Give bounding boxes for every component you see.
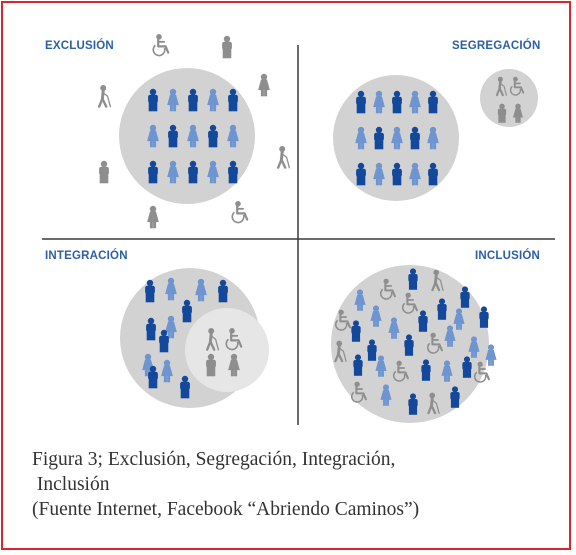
person-male-icon bbox=[159, 329, 169, 353]
inclusion-diagram bbox=[42, 33, 555, 425]
person-male-icon bbox=[228, 88, 238, 112]
figure-caption: Figura 3; Exclusión, Segregación, Integr… bbox=[32, 447, 552, 522]
blind-cane-icon bbox=[276, 145, 291, 170]
person-male-icon bbox=[497, 103, 507, 123]
person-male-icon bbox=[180, 375, 190, 399]
person-male-icon bbox=[148, 88, 158, 112]
figure-frame bbox=[1, 1, 571, 550]
caption-line-1: Figura 3; Exclusión, Segregación, Integr… bbox=[32, 449, 396, 470]
person-male-icon bbox=[356, 162, 366, 186]
person-male-icon bbox=[450, 386, 460, 408]
person-male-icon bbox=[392, 162, 402, 186]
person-male-icon bbox=[367, 339, 377, 361]
person-male-icon bbox=[146, 317, 156, 341]
title-inclusion: INCLUSIÓN bbox=[475, 250, 541, 262]
person-female-icon bbox=[147, 205, 159, 229]
title-segregation: SEGREGACIÓN bbox=[452, 40, 541, 52]
person-male-icon bbox=[206, 353, 216, 377]
segregated-group-circle bbox=[480, 69, 538, 127]
person-male-icon bbox=[410, 126, 420, 150]
person-male-icon bbox=[222, 35, 232, 59]
person-male-icon bbox=[418, 310, 428, 332]
person-male-icon bbox=[228, 160, 238, 184]
person-male-icon bbox=[479, 306, 489, 328]
person-male-icon bbox=[188, 160, 198, 184]
person-male-icon bbox=[148, 365, 158, 389]
person-female-icon bbox=[258, 73, 270, 97]
person-male-icon bbox=[145, 279, 155, 303]
person-male-icon bbox=[99, 160, 109, 184]
person-male-icon bbox=[408, 268, 418, 290]
person-male-icon bbox=[208, 124, 218, 148]
person-male-icon bbox=[188, 88, 198, 112]
person-male-icon bbox=[351, 320, 361, 342]
person-male-icon bbox=[218, 279, 228, 303]
person-male-icon bbox=[408, 393, 418, 415]
integration-inner-circle bbox=[185, 308, 269, 392]
wheelchair-icon bbox=[231, 200, 249, 224]
person-male-icon bbox=[428, 90, 438, 114]
person-male-icon bbox=[356, 90, 366, 114]
person-male-icon bbox=[148, 160, 158, 184]
person-male-icon bbox=[421, 359, 431, 381]
caption-line-2: Inclusión bbox=[32, 474, 110, 495]
wheelchair-icon bbox=[152, 33, 170, 57]
blind-cane-icon bbox=[97, 84, 112, 109]
person-male-icon bbox=[462, 356, 472, 378]
title-integration: INTEGRACIÓN bbox=[45, 250, 128, 262]
person-male-icon bbox=[353, 354, 363, 376]
title-exclusion: EXCLUSIÓN bbox=[45, 40, 114, 52]
person-male-icon bbox=[460, 286, 470, 308]
person-male-icon bbox=[404, 334, 414, 356]
person-male-icon bbox=[392, 90, 402, 114]
person-male-icon bbox=[374, 126, 384, 150]
figures-layer bbox=[97, 33, 538, 423]
person-male-icon bbox=[168, 124, 178, 148]
person-male-icon bbox=[437, 298, 447, 320]
person-male-icon bbox=[428, 162, 438, 186]
caption-line-3: (Fuente Internet, Facebook “Abriendo Cam… bbox=[32, 499, 420, 520]
person-male-icon bbox=[182, 299, 192, 323]
